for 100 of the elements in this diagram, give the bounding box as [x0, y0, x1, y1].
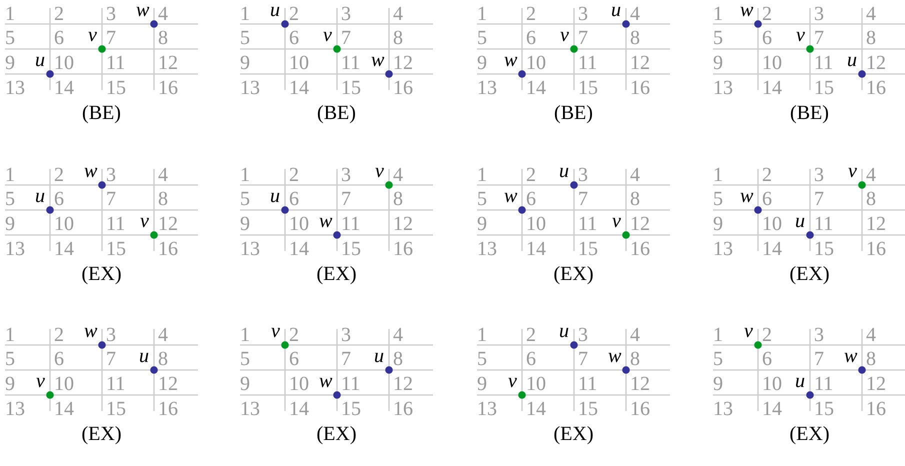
grid-number: 5	[713, 348, 723, 370]
grid-number: 8	[158, 27, 168, 49]
grid-number: 12	[158, 213, 178, 235]
grid-number: 12	[630, 373, 650, 395]
grid-number: 9	[5, 373, 15, 395]
grid-number: 12	[158, 373, 178, 395]
grid-number: 9	[240, 52, 250, 74]
grid-number: 14	[762, 77, 782, 99]
grid-number: 13	[5, 238, 25, 260]
grid-number: 15	[341, 77, 361, 99]
grid-number: 4	[393, 324, 403, 346]
grid-number: 14	[526, 238, 546, 260]
point-label: v	[36, 371, 45, 391]
grid-number: 14	[762, 238, 782, 260]
grid-number: 5	[240, 188, 250, 210]
grid-number: 14	[54, 398, 74, 420]
grid-number: 2	[762, 324, 772, 346]
panel-caption: (BE)	[553, 102, 594, 124]
grid-number: 12	[393, 213, 413, 235]
grid-number: 2	[762, 164, 772, 186]
grid-number: 1	[5, 324, 15, 346]
point-label: w	[84, 321, 98, 341]
grid-number: 16	[158, 398, 178, 420]
grid-number: 8	[393, 27, 403, 49]
grid-number: 6	[289, 188, 299, 210]
grid-number: 4	[866, 164, 876, 186]
grid-number: 11	[106, 213, 126, 235]
grid-number: 5	[477, 348, 487, 370]
grid-number: 3	[578, 164, 588, 186]
point-label: v	[508, 371, 517, 391]
point-label: u	[795, 371, 805, 391]
grid-number: 1	[713, 164, 723, 186]
grid-number: 8	[630, 27, 640, 49]
grid-number: 15	[578, 77, 598, 99]
grid-number: 3	[106, 164, 116, 186]
grid-number: 1	[240, 324, 250, 346]
point-label: v	[796, 25, 805, 45]
grid-number: 11	[814, 52, 834, 74]
grid-number: 9	[713, 213, 723, 235]
grid-number: 15	[814, 398, 834, 420]
grid-number: 2	[289, 324, 299, 346]
point-label: u	[559, 161, 569, 181]
grid-number: 10	[762, 373, 782, 395]
grid-number: 16	[393, 77, 413, 99]
grid-number: 5	[477, 27, 487, 49]
grid-number: 15	[106, 238, 126, 260]
grid-number: 6	[762, 348, 772, 370]
grid-number: 10	[54, 373, 74, 395]
grid-number: 7	[814, 27, 824, 49]
grid-number: 14	[289, 77, 309, 99]
grid-number: 11	[341, 213, 360, 235]
grid-number: 13	[240, 238, 260, 260]
grid-number: 11	[578, 213, 598, 235]
point-label: w	[740, 186, 754, 206]
point-label: u	[374, 346, 384, 366]
grid-number: 9	[477, 52, 487, 74]
point-label: w	[844, 346, 858, 366]
grid-number: 1	[240, 3, 250, 25]
grid-number: 4	[866, 3, 876, 25]
grid-number: 15	[341, 398, 361, 420]
point-label: v	[560, 25, 569, 45]
grid-number: 6	[526, 27, 536, 49]
grid-number: 15	[814, 77, 834, 99]
grid-number: 3	[814, 3, 824, 25]
grid-number: 2	[289, 164, 299, 186]
grid-number: 13	[477, 77, 497, 99]
grid-number: 10	[289, 52, 309, 74]
grid-number: 6	[289, 27, 299, 49]
grid-number: 6	[54, 348, 64, 370]
grid-number: 2	[526, 3, 536, 25]
grid-number: 3	[341, 164, 351, 186]
grid-number: 10	[526, 373, 546, 395]
panel-caption: (EX)	[788, 263, 830, 285]
point-label: v	[744, 321, 753, 341]
grid-number: 5	[5, 188, 15, 210]
grid-number: 8	[158, 348, 168, 370]
grid-number: 4	[158, 164, 168, 186]
grid-number: 7	[106, 27, 116, 49]
point-label: u	[35, 186, 45, 206]
grid-number: 10	[526, 52, 546, 74]
grid-number: 3	[578, 324, 588, 346]
grid-number: 16	[866, 398, 886, 420]
grid-number: 3	[814, 164, 824, 186]
grid-number: 8	[866, 188, 876, 210]
point-label: u	[611, 0, 621, 20]
grid-number: 7	[341, 27, 351, 49]
point-label: v	[271, 321, 280, 341]
grid-number: 13	[240, 398, 260, 420]
grid-number: 1	[713, 324, 723, 346]
grid-number: 9	[713, 373, 723, 395]
grid-number: 6	[54, 27, 64, 49]
grid-number: 5	[240, 348, 250, 370]
point-label: u	[847, 50, 857, 70]
point-label: w	[608, 346, 622, 366]
grid-number: 12	[393, 52, 413, 74]
grid-number: 1	[477, 164, 487, 186]
grid-number: 7	[578, 348, 588, 370]
point-label: w	[319, 371, 332, 391]
point-label: v	[88, 25, 97, 45]
grid-number: 3	[341, 324, 351, 346]
